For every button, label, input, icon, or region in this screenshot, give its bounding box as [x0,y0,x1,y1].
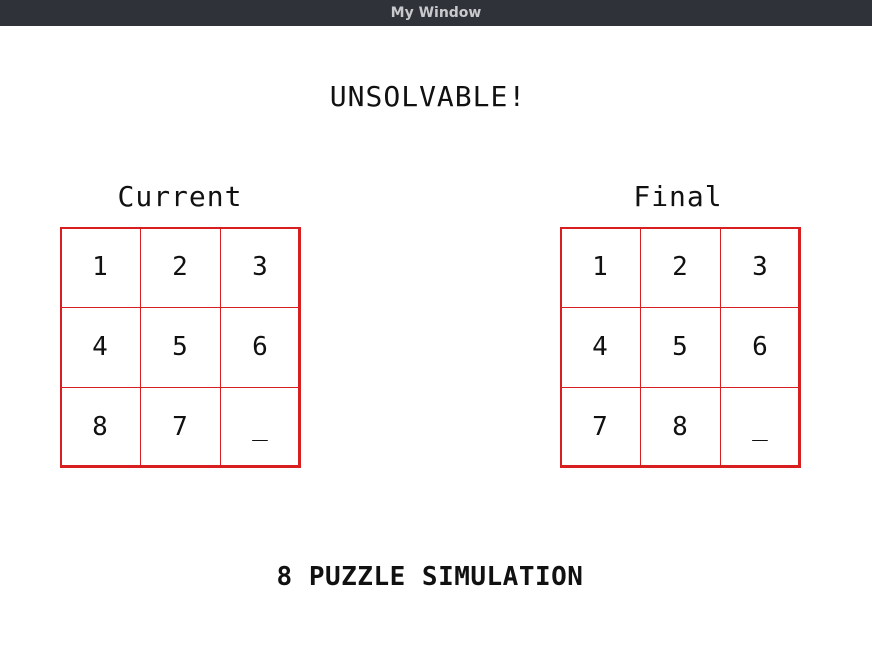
window-title: My Window [390,5,482,21]
current-tile-5[interactable]: 6 [219,306,301,388]
current-tile-0[interactable]: 1 [59,226,141,308]
current-tile-2[interactable]: 3 [219,226,301,308]
current-tile-8[interactable]: _ [219,386,301,468]
solvability-status: UNSOLVABLE! [329,80,527,113]
current-tile-3[interactable]: 4 [59,306,141,388]
current-tile-4[interactable]: 5 [139,306,221,388]
current-tile-1[interactable]: 2 [139,226,221,308]
final-tile-2: 3 [719,226,801,308]
final-board: 1 2 3 4 5 6 7 8 _ [559,226,801,468]
game-canvas: UNSOLVABLE! Current 1 2 3 4 5 6 8 7 _ Fi… [0,26,872,647]
final-tile-7: 8 [639,386,721,468]
final-board-label: Final [633,180,723,213]
final-tile-6: 7 [559,386,641,468]
final-tile-8: _ [719,386,801,468]
final-tile-5: 6 [719,306,801,388]
current-tile-6[interactable]: 8 [59,386,141,468]
final-tile-4: 5 [639,306,721,388]
current-board: 1 2 3 4 5 6 8 7 _ [59,226,301,468]
current-tile-7[interactable]: 7 [139,386,221,468]
footer-title: 8 PUZZLE SIMULATION [276,562,584,592]
final-tile-0: 1 [559,226,641,308]
window-titlebar: My Window [0,0,872,26]
current-board-label: Current [117,180,243,213]
final-tile-1: 2 [639,226,721,308]
final-tile-3: 4 [559,306,641,388]
